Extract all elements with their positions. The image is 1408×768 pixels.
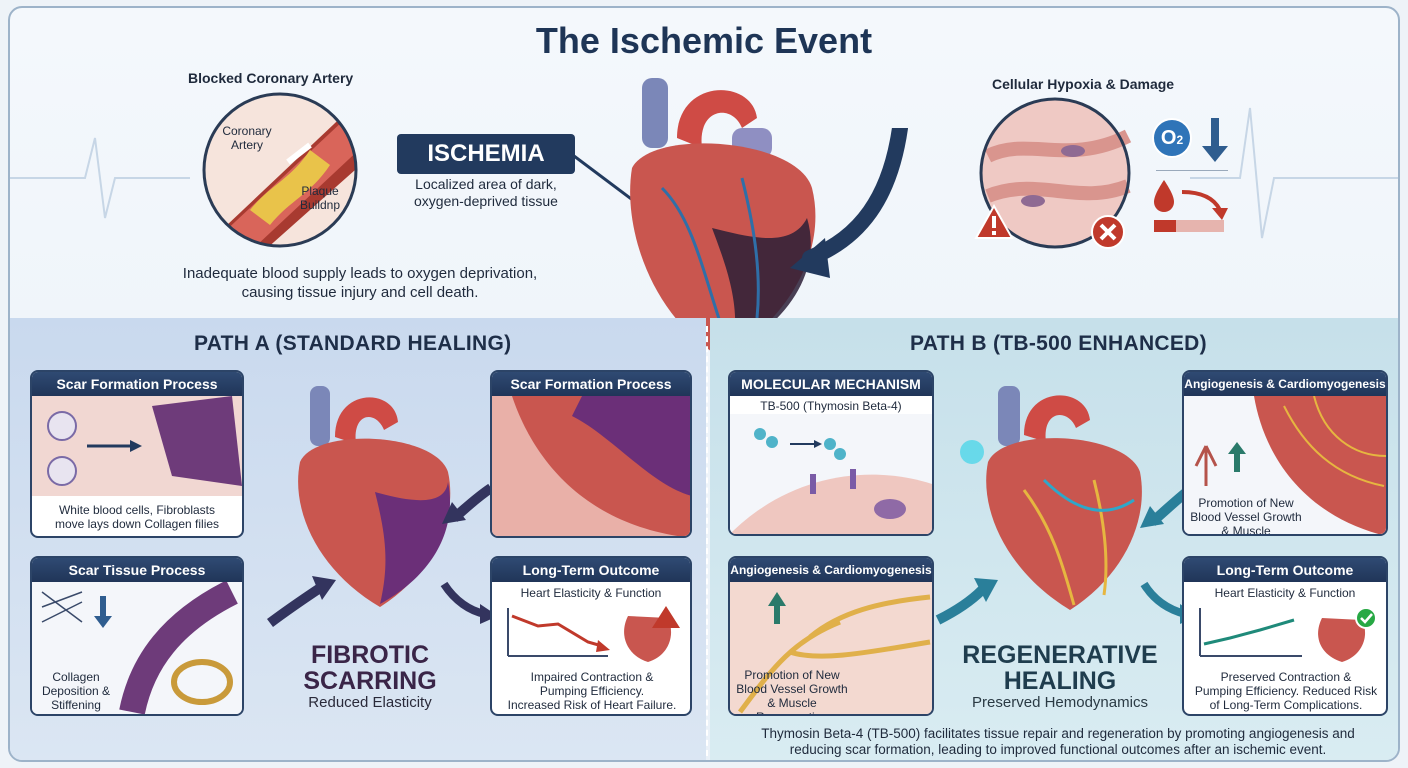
arrow-to-regen-heart-icon <box>935 578 998 625</box>
fibrotic-heart-illustration <box>298 386 451 607</box>
card-text: Promotion of New Blood Vessel Growth & M… <box>736 668 848 714</box>
card-title: Long-Term Outcome <box>492 558 690 582</box>
card-title: Scar Formation Process <box>32 372 242 396</box>
path-a-card-scar-tissue: Scar Tissue Process Collagen Deposition … <box>30 556 244 716</box>
ecg-background <box>10 107 1398 239</box>
card-text: Collagen Deposition & Stiffening <box>41 670 111 712</box>
path-b-card-long-term: Long-Term Outcome Heart Elasticity & Fun… <box>1182 556 1388 716</box>
ischemia-label: ISCHEMIA <box>397 134 575 174</box>
path-a-card-scar-formation-heart: Scar Formation Process <box>490 370 692 538</box>
path-b-card-angiogenesis-left: Angiogenesis & Cardiomyogenesis Promotio… <box>728 556 934 716</box>
card-title: Angiogenesis & Cardiomyogenesis <box>730 558 932 582</box>
oxygen-subscript: 2 <box>1176 133 1184 147</box>
card-title: Scar Tissue Process <box>32 558 242 582</box>
arrow-to-outcome-icon <box>440 581 498 624</box>
scar-formation-illustration <box>32 396 242 496</box>
oxygen-icon: O2 <box>1152 118 1192 158</box>
path-b-card-molecular: MOLECULAR MECHANISM TB-500 (Thymosin Bet… <box>728 370 934 536</box>
regenerated-heart-closeup <box>1184 396 1386 534</box>
regenerative-healing-subtitle: Preserved Hemodynamics <box>972 694 1148 711</box>
flow-arrow-icon <box>286 142 312 165</box>
warning-icon <box>974 204 1014 239</box>
down-arrow-icon <box>1202 118 1228 162</box>
card-text: Impaired Contraction & Pumping Efficienc… <box>507 670 677 712</box>
path-a-card-long-term: Long-Term Outcome Heart Elasticity & Fun… <box>490 556 692 716</box>
page-title: The Ischemic Event <box>535 20 873 61</box>
cellular-damage-illustration <box>979 97 1132 249</box>
path-b-title: PATH B (TB-500 ENHANCED) <box>910 332 1207 355</box>
arrow-to-heart-icon <box>267 576 336 628</box>
angiogenesis-illustration <box>730 582 932 714</box>
arrow-from-card-icon <box>442 483 494 524</box>
card-title: Long-Term Outcome <box>1184 558 1386 582</box>
regenerative-heart-illustration <box>960 386 1142 610</box>
card-subtitle: TB-500 (Thymosin Beta-4) <box>760 399 902 413</box>
central-heart-illustration <box>630 78 816 358</box>
card-title: Scar Formation Process <box>492 372 690 396</box>
regenerative-healing-title: REGENERATIVE HEALING <box>962 641 1158 695</box>
artery-illustration <box>202 92 358 248</box>
fibrotic-scarring-title: FIBROTIC SCARRING <box>303 641 437 695</box>
artery-title: Blocked Coronary Artery <box>188 70 354 86</box>
hypoxia-title: Cellular Hypoxia & Damage <box>992 76 1175 92</box>
infographic-frame: The Ischemic Event Blocked Coronary Arte… <box>8 6 1400 762</box>
artery-label: Coronary Artery <box>222 124 272 152</box>
improving-chart-icon <box>1199 607 1377 662</box>
card-text: Preserved Contraction & Pumping Efficien… <box>1194 670 1378 712</box>
card-text: White blood cells, Fibroblasts move lays… <box>54 503 220 531</box>
card-subtitle: Heart Elasticity & Function <box>520 586 662 600</box>
path-a-card-scar-formation: Scar Formation Process White blood cells… <box>30 370 244 538</box>
molecular-mechanism-illustration <box>730 414 932 534</box>
inadequate-supply-text: Inadequate blood supply leads to oxygen … <box>182 265 538 301</box>
path-b-card-angiogenesis-right: Angiogenesis & Cardiomyogenesis Promotio… <box>1182 370 1388 536</box>
footer-summary: Thymosin Beta-4 (TB-500) facilitates tis… <box>761 726 1355 757</box>
plaque-label: Plaque Buildnp <box>299 184 341 212</box>
scarred-heart-closeup <box>492 396 690 536</box>
o2-divider <box>1156 170 1228 171</box>
card-title: Angiogenesis & Cardiomyogenesis <box>1184 372 1386 396</box>
path-a-title: PATH A (STANDARD HEALING) <box>194 332 512 355</box>
ischemia-description: Localized area of dark, oxygen-deprived … <box>414 176 558 209</box>
blood-drop-icon <box>1154 180 1228 232</box>
cross-icon <box>1091 215 1125 249</box>
declining-chart-icon <box>507 606 680 662</box>
damage-arrow-icon <box>790 128 908 278</box>
card-text: Promotion of New Blood Vessel Growth & M… <box>1190 496 1302 536</box>
fibrotic-scarring-subtitle: Reduced Elasticity <box>308 694 432 711</box>
card-subtitle: Heart Elasticity & Function <box>1214 586 1356 600</box>
oxygen-label: O <box>1160 127 1177 149</box>
scar-tissue-illustration <box>32 582 242 714</box>
card-title: MOLECULAR MECHANISM <box>730 372 932 396</box>
path-divider <box>706 326 708 756</box>
